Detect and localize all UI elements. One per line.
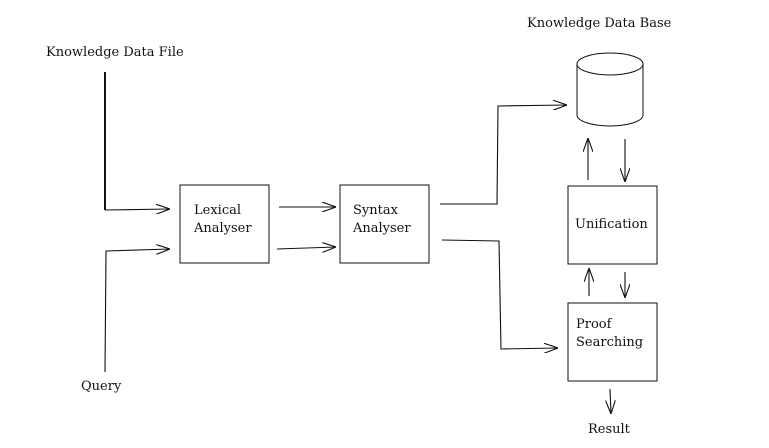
- knowledge-data-base-label: Knowledge Data Base: [527, 16, 672, 31]
- lexical-to-syntax-arrow-bottom: [276, 247, 336, 249]
- syntax-analyser-line1: Syntax: [353, 203, 398, 218]
- proof-searching-line2: Searching: [576, 335, 644, 350]
- knowledge-data-base-cylinder-icon: [576, 52, 644, 127]
- syntax-to-database-arrow: [440, 105, 567, 205]
- proof-searching-line1: Proof: [576, 317, 612, 332]
- proof-searching-box: [567, 302, 658, 382]
- lexical-analyser-box: [179, 184, 270, 264]
- unification-box: [567, 185, 658, 265]
- lexical-analyser-line2: Analyser: [194, 221, 252, 236]
- knowledge-data-file-label: Knowledge Data File: [46, 45, 184, 60]
- file-to-lexical-arrow: [104, 209, 170, 210]
- query-to-lexical-arrow: [104, 249, 170, 373]
- syntax-to-proof-arrow: [441, 239, 558, 349]
- lexical-analyser-line1: Lexical: [194, 203, 242, 218]
- result-label: Result: [588, 422, 630, 437]
- syntax-analyser-line2: Analyser: [353, 221, 411, 236]
- proof-to-result-arrow: [610, 388, 611, 414]
- query-label: Query: [81, 379, 122, 394]
- syntax-analyser-box: [339, 184, 430, 264]
- unification-label: Unification: [575, 217, 648, 232]
